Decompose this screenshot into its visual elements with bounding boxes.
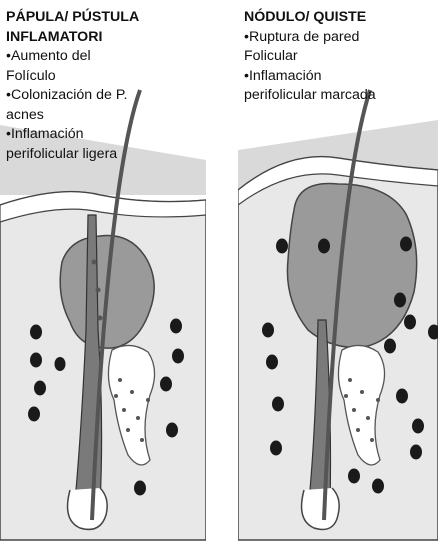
nodule-bullet-1-line1: •Ruptura de pared — [244, 28, 376, 48]
nodule-bullet-2-line2: perifolicular marcada — [244, 86, 376, 106]
nodule-mass — [287, 184, 416, 348]
papule-bullet-2-line2: acnes — [6, 106, 139, 126]
papule-caption: PÁPULA/ PÚSTULA INFLAMATORI •Aumento del… — [6, 8, 139, 164]
nodule-cyst-panel: NÓDULO/ QUISTE •Ruptura de pared Folicul… — [238, 0, 438, 547]
papule-title-line2: INFLAMATORI — [6, 28, 139, 48]
papule-title-line1: PÁPULA/ PÚSTULA — [6, 8, 139, 28]
nodule-bullet-1-line2: Folicular — [244, 47, 376, 67]
papule-bullet-1-line2: Folículo — [6, 67, 139, 87]
papule-pustule-panel: PÁPULA/ PÚSTULA INFLAMATORI •Aumento del… — [0, 0, 206, 547]
nodule-caption: NÓDULO/ QUISTE •Ruptura de pared Folicul… — [244, 8, 376, 106]
papule-bullet-1-line1: •Aumento del — [6, 47, 139, 67]
papule-bullet-2-line1: •Colonización de P. — [6, 86, 139, 106]
nodule-title: NÓDULO/ QUISTE — [244, 8, 376, 28]
papule-bullet-3-line2: perifolicular ligera — [6, 145, 139, 165]
papule-bullet-3-line1: •Inflamación — [6, 125, 139, 145]
nodule-bullet-2-line1: •Inflamación — [244, 67, 376, 87]
